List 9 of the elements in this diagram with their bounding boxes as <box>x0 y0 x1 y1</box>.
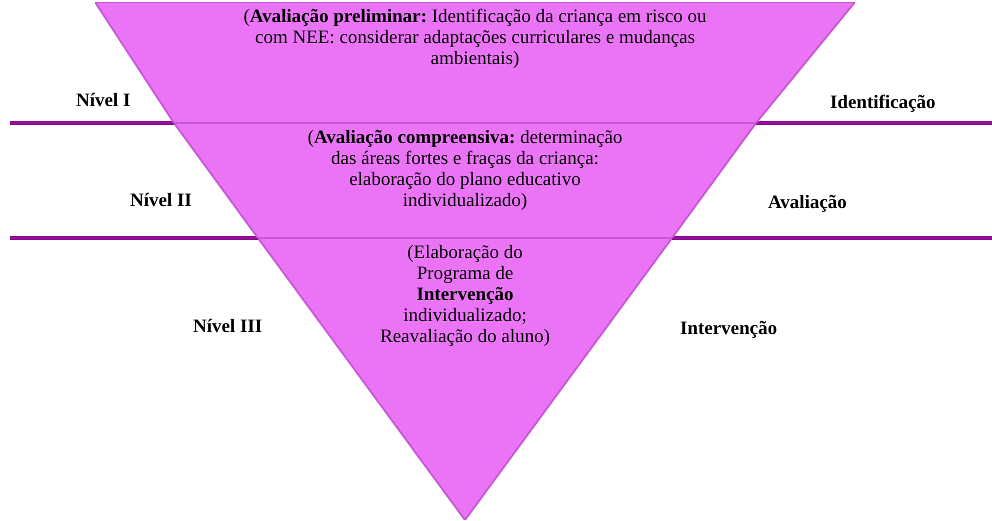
stage-label: Identificação <box>830 92 936 114</box>
band-text: (Avaliação preliminar: Identificação da criança em risco ou com NEE: considerar adaptações curriculares e mudanças ambientais) <box>242 6 708 69</box>
level-label: Nível I <box>76 90 130 112</box>
stage-label: Intervenção <box>680 318 778 340</box>
stage-label: Avaliação <box>768 192 847 214</box>
band-text: (Elaboração do Programa de Intervenção individualizado; Reavaliação do aluno) <box>380 242 550 347</box>
level-label: Nível II <box>130 190 192 212</box>
level-label: Nível III <box>193 316 262 338</box>
band-text: (Avaliação compreensiva: determinação das áreas fortes e fraças da criança: elaboração do plano educativo individualizado) <box>306 127 624 211</box>
